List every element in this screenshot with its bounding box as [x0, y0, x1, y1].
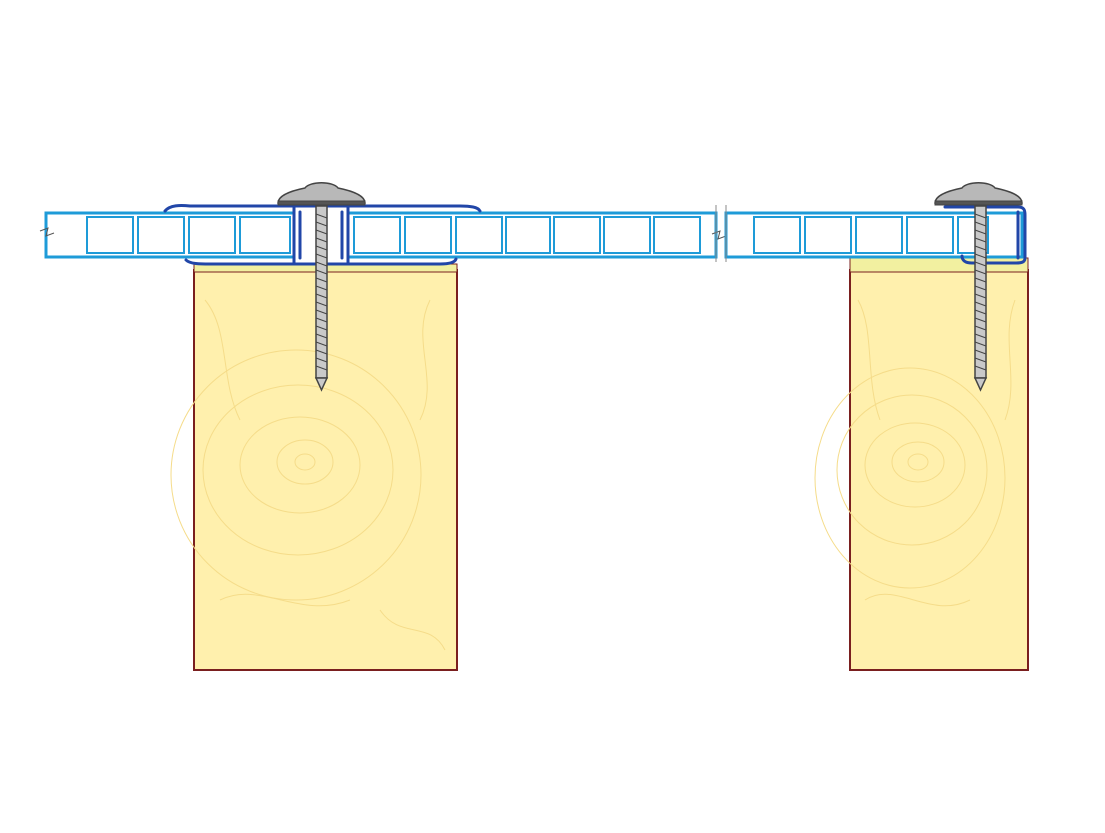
panel-right-segment [715, 205, 1024, 262]
panel-left-cells [86, 216, 291, 254]
beam-left-grain [170, 299, 446, 651]
panel-left-segment [39, 211, 296, 259]
beam-left [170, 263, 458, 671]
screw-right-washer [934, 182, 1023, 204]
end-profile [943, 205, 1027, 265]
beam-right-grain [814, 299, 1016, 607]
beam-right [814, 257, 1029, 671]
panel-middle-cells [353, 216, 701, 254]
end-profile-cap [943, 205, 1027, 265]
screw-left [277, 182, 366, 392]
beam-right-tape [849, 257, 1029, 273]
screw-right [934, 182, 1023, 392]
panel-right-cells [753, 216, 989, 254]
screw-left-thread [315, 213, 328, 371]
beam-right-body [849, 269, 1029, 671]
screw-left-washer [277, 182, 366, 204]
screw-right-thread [974, 213, 987, 371]
panel-left-break-mark [39, 227, 55, 237]
panel-middle-segment [346, 211, 727, 259]
